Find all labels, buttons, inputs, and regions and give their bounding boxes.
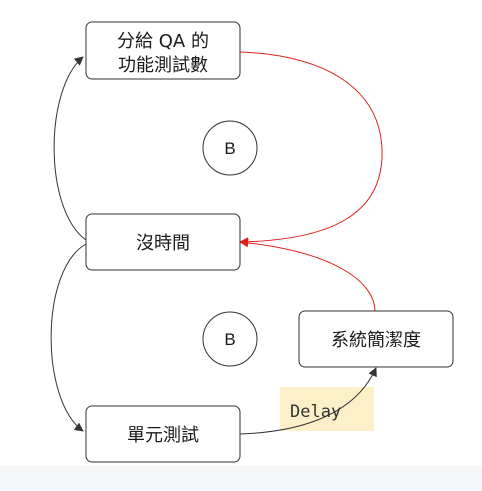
node-cleanliness-label: 系統簡潔度	[331, 330, 421, 351]
delay-label: Delay	[280, 387, 374, 431]
node-qa-handoff-line2: 功能測試數	[118, 55, 208, 76]
node-unit-test[interactable]: 單元測試	[85, 405, 241, 463]
node-unit-test-label: 單元測試	[127, 425, 199, 446]
edge-cleanliness-to-no-time	[239, 238, 376, 312]
loop-badge-upper-label: B	[224, 139, 235, 158]
node-cleanliness[interactable]: 系統簡潔度	[298, 310, 454, 368]
loop-badge-lower-label: B	[224, 330, 235, 349]
node-no-time[interactable]: 沒時間	[85, 213, 241, 271]
edge-no-time-to-unit-test	[50, 243, 87, 432]
bottom-band	[0, 466, 482, 491]
edge-unit-test-to-cleanliness	[239, 367, 377, 435]
node-qa-handoff[interactable]: 分給 QA 的 功能測試數	[85, 21, 241, 80]
loop-badge-upper: B	[202, 120, 258, 176]
node-no-time-label: 沒時間	[136, 233, 190, 254]
node-qa-handoff-line1: 分給 QA 的	[117, 31, 209, 52]
delay-text: Delay	[290, 402, 341, 422]
edge-no-time-to-qa-handoff	[53, 56, 87, 241]
loop-badge-lower: B	[202, 311, 258, 367]
edge-qa-handoff-to-no-time	[239, 51, 383, 247]
